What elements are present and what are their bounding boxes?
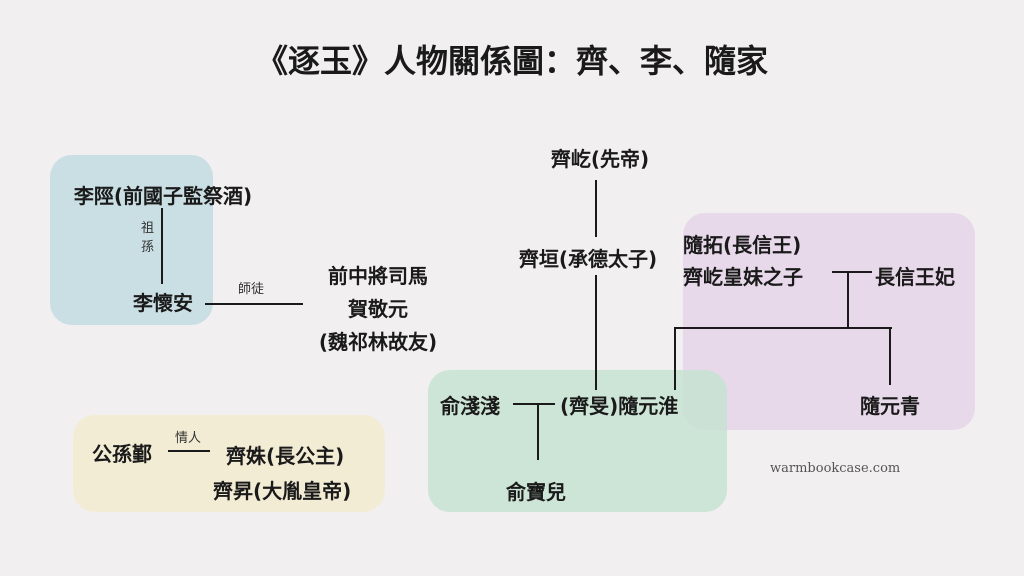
node-qi-yuan: 齊垣(承德太子) xyxy=(518,247,658,271)
node-gongsun-yin: 公孫鄞 xyxy=(92,442,152,466)
node-li-huaian: 李懷安 xyxy=(133,291,193,315)
line-mentor xyxy=(205,303,303,305)
li-family-group xyxy=(50,155,213,325)
line-marriage xyxy=(832,271,872,273)
node-sui-tuo-line2: 齊屹皇妹之子 xyxy=(683,265,803,289)
node-yu-qianqian: 俞淺淺 xyxy=(440,394,500,418)
node-he-jingyuan-line3: (魏祁林故友) xyxy=(318,330,438,354)
node-sui-yuanhuai: (齊旻)隨元淮 xyxy=(560,394,679,418)
line-child-yuanqing xyxy=(889,327,891,385)
node-sui-yuanqing: 隨元青 xyxy=(860,394,920,418)
page-title: 《逐玉》人物關係圖：齊、李、隨家 xyxy=(255,42,769,80)
line-couple-child xyxy=(537,403,539,460)
line-emperor-prince xyxy=(595,180,597,237)
rel-lovers: 情人 xyxy=(175,431,202,446)
line-lovers xyxy=(168,450,210,452)
line-grandfather xyxy=(161,208,163,284)
node-qi-shu: 齊姝(長公主) xyxy=(226,444,345,468)
rel-grandparent: 祖孫 xyxy=(141,221,155,255)
line-child-yuanhuai xyxy=(674,327,676,390)
node-he-jingyuan-line1: 前中將司馬 xyxy=(328,264,428,288)
node-consort: 長信王妃 xyxy=(875,265,955,289)
node-yu-baoer: 俞寶兒 xyxy=(506,480,566,504)
node-he-jingyuan-line2: 賀敬元 xyxy=(348,297,408,321)
line-prince-son xyxy=(595,275,597,390)
gongsun-group xyxy=(73,415,385,512)
line-children-bar xyxy=(674,327,892,329)
node-sui-tuo-line1: 隨拓(長信王) xyxy=(683,233,802,257)
sui-family-group xyxy=(683,213,975,430)
watermark: warmbookcase.com xyxy=(770,461,901,476)
rel-mentor: 師徒 xyxy=(238,282,265,297)
line-couple xyxy=(513,403,555,405)
yu-family-group xyxy=(428,370,727,512)
node-li-jing: 李陘(前國子監祭酒) xyxy=(73,184,253,208)
node-qi-yi: 齊屹(先帝) xyxy=(550,147,650,171)
node-qi-sheng: 齊昇(大胤皇帝) xyxy=(213,479,352,503)
line-children xyxy=(847,271,849,329)
